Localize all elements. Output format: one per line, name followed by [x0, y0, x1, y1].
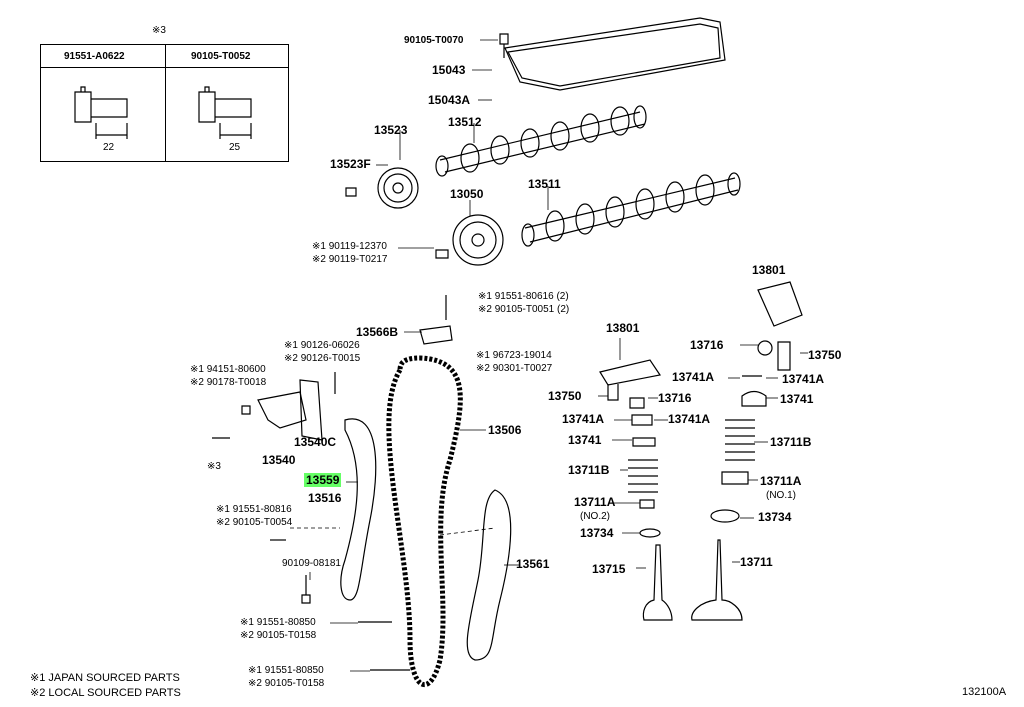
label-no2: (NO.2)	[580, 511, 610, 522]
label-bolt-tensioner-2[interactable]: ※2 90126-T0015	[284, 353, 361, 364]
label-13540c[interactable]: 13540C	[294, 435, 337, 449]
label-13566b[interactable]: 13566B	[356, 325, 399, 339]
inset-col1-part: 91551-A0622	[64, 51, 125, 62]
bolt-inset-table: 91551-A0622 90105-T0052 22 25	[40, 44, 289, 162]
label-13512[interactable]: 13512	[448, 115, 482, 129]
label-13750[interactable]: 13750	[548, 389, 582, 403]
label-13506[interactable]: 13506	[488, 423, 522, 437]
label-oring-1[interactable]: ※1 96723-19014	[476, 350, 552, 361]
label-13523f[interactable]: 13523F	[330, 157, 371, 171]
inset-col1-length: 22	[103, 142, 115, 153]
label-13559-highlight: 13559	[304, 473, 342, 487]
label-13716-right[interactable]: 13716	[690, 338, 724, 352]
label-13741a-left[interactable]: 13741A	[672, 370, 715, 384]
cam-housing-13801	[599, 359, 662, 386]
label-bolt-b2-2[interactable]: ※2 90105-T0158	[248, 678, 325, 689]
chain-guide-13561	[466, 489, 512, 661]
label-90109-08181[interactable]: 90109-08181	[282, 558, 341, 569]
label-13734-right[interactable]: 13734	[758, 510, 792, 524]
label-13716[interactable]: 13716	[658, 391, 692, 405]
label-oring-2[interactable]: ※2 90301-T0027	[476, 363, 553, 374]
label-13559[interactable]: 13559	[304, 473, 342, 487]
label-13741a-right[interactable]: 13741A	[782, 372, 825, 386]
inset-col2-length: 25	[229, 142, 241, 153]
label-13741[interactable]: 13741	[568, 433, 602, 447]
label-13523[interactable]: 13523	[374, 123, 408, 137]
valve-spring-13711b-right	[725, 419, 755, 461]
label-bolt-tensioner-1[interactable]: ※1 90126-06026	[284, 340, 360, 351]
head-cover-gasket	[504, 17, 726, 91]
label-bolt-slipper-1[interactable]: ※1 91551-80816	[216, 504, 292, 515]
camshaft-13511	[521, 172, 741, 247]
label-13741a-mid-right[interactable]: 13741A	[668, 412, 711, 426]
label-13741a-mid-left[interactable]: 13741A	[562, 412, 605, 426]
timing-chain-13506	[386, 355, 463, 687]
label-no1: (NO.1)	[766, 490, 796, 501]
label-bolt-guide-2[interactable]: ※2 90105-T0051 (2)	[478, 304, 570, 315]
valve-13711	[691, 539, 743, 621]
label-nut-1[interactable]: ※1 94151-80600	[190, 364, 266, 375]
valve-spring-13711b-left	[628, 459, 658, 493]
chain-tensioner-13540	[257, 391, 307, 429]
label-13801-upper[interactable]: 13801	[752, 263, 786, 277]
valve-13715	[642, 544, 673, 621]
bolt-90105-t0070	[499, 33, 509, 58]
label-13711a-right[interactable]: 13711A	[760, 474, 802, 488]
bolt-inset-drawing	[74, 86, 252, 139]
label-13741-right[interactable]: 13741	[780, 392, 814, 406]
label-13734[interactable]: 13734	[580, 526, 614, 540]
rocker-13801-upper	[757, 281, 803, 327]
label-bolt-slipper-2[interactable]: ※2 90105-T0054	[216, 517, 293, 528]
cam-sprocket-13523	[377, 167, 419, 209]
label-13540[interactable]: 13540	[262, 453, 296, 467]
label-13050[interactable]: 13050	[450, 187, 484, 201]
label-13711b-right[interactable]: 13711B	[770, 435, 812, 449]
label-13561[interactable]: 13561	[516, 557, 550, 571]
diagram-code: 132100A	[962, 686, 1007, 698]
label-bolt-cam-1[interactable]: ※1 90119-12370	[312, 241, 387, 252]
label-13715[interactable]: 13715	[592, 562, 626, 576]
label-90105-t0070[interactable]: 90105-T0070	[404, 35, 464, 46]
label-13711b[interactable]: 13711B	[568, 463, 610, 477]
inset-mark: ※3	[152, 25, 166, 36]
label-nut-2[interactable]: ※2 90178-T0018	[190, 377, 267, 388]
tensioner-gasket-13540c	[299, 379, 323, 441]
label-bolt-b1-1[interactable]: ※1 91551-80850	[240, 617, 316, 628]
label-13711a[interactable]: 13711A	[574, 495, 616, 509]
label-bolt-cam-2[interactable]: ※2 90119-T0217	[312, 254, 388, 265]
label-13511[interactable]: 13511	[528, 177, 561, 191]
camshaft-13512	[435, 105, 647, 177]
label-13711[interactable]: 13711	[740, 555, 773, 569]
label-bolt-b1-2[interactable]: ※2 90105-T0158	[240, 630, 317, 641]
label-13801[interactable]: 13801	[606, 321, 640, 335]
label-13750-right[interactable]: 13750	[808, 348, 842, 362]
inset-col2-part: 90105-T0052	[191, 51, 251, 62]
label-15043a[interactable]: 15043A	[428, 93, 471, 107]
label-bolt-guide-1[interactable]: ※1 91551-80616 (2)	[478, 291, 569, 302]
label-13516[interactable]: 13516	[308, 491, 342, 505]
label-bolt-b2-1[interactable]: ※1 91551-80850	[248, 665, 324, 676]
label-mark-3: ※3	[207, 461, 221, 472]
legend-japan-sourced: ※1 JAPAN SOURCED PARTS	[30, 672, 180, 684]
legend-local-sourced: ※2 LOCAL SOURCED PARTS	[30, 687, 181, 699]
chain-slipper-13559	[340, 418, 377, 601]
label-15043[interactable]: 15043	[432, 63, 466, 77]
vvt-gear-13050	[452, 214, 504, 266]
oil-control-valve-13566b	[419, 325, 453, 345]
